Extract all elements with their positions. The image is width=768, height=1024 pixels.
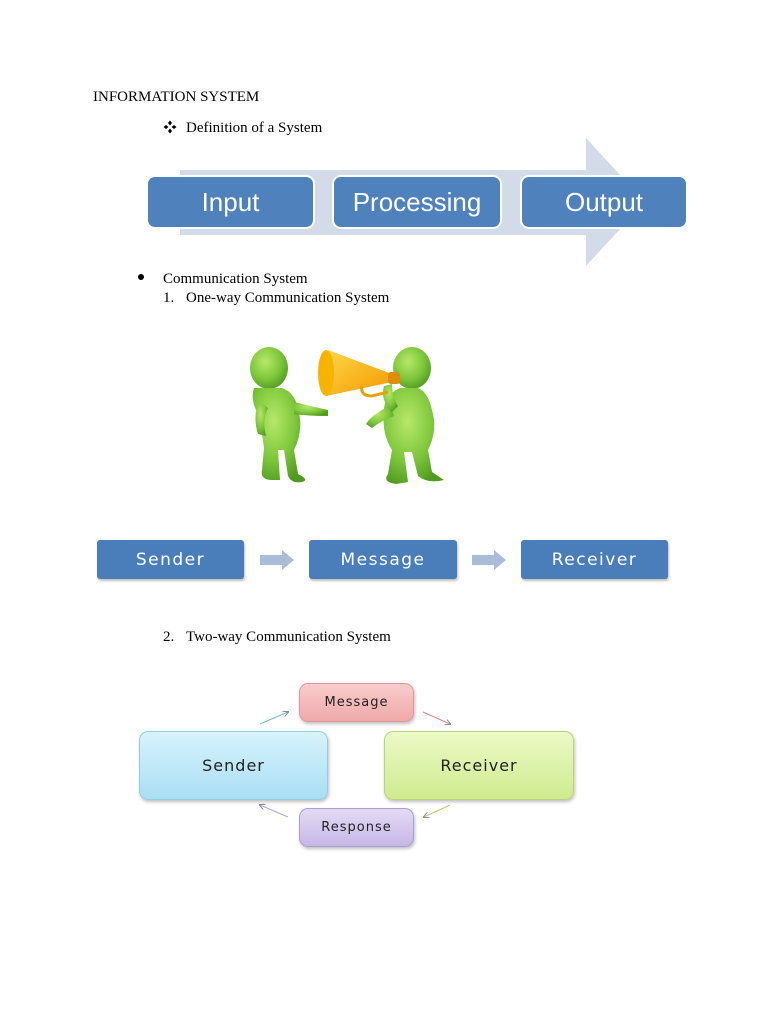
one-way-title: One-way Communication System bbox=[186, 290, 390, 306]
arrow-message-to-receiver bbox=[422, 711, 450, 724]
ipo-step-output: Output bbox=[522, 177, 686, 227]
page-title: INFORMATION SYSTEM bbox=[93, 89, 260, 105]
round-bullet-icon bbox=[138, 274, 144, 280]
right-arrow-icon bbox=[260, 550, 294, 570]
cycle-sender-box: Sender bbox=[139, 731, 328, 800]
two-way-title: Two-way Communication System bbox=[186, 629, 391, 645]
arrow-response-to-sender bbox=[260, 805, 289, 818]
flow-step-receiver: Receiver bbox=[521, 540, 668, 579]
ipo-diagram: Input Processing Output bbox=[0, 0, 768, 300]
definition-text: Definition of a System bbox=[186, 120, 323, 136]
flow-step-sender: Sender bbox=[97, 540, 244, 579]
ipo-step-processing: Processing bbox=[334, 177, 500, 227]
communication-title: Communication System bbox=[163, 271, 308, 287]
diamond-bullet-icon bbox=[163, 120, 177, 134]
arrow-sender-to-message bbox=[259, 712, 288, 725]
arrow-receiver-to-response bbox=[424, 804, 451, 817]
ipo-background-arrow bbox=[180, 138, 645, 266]
megaphone-figures-illustration bbox=[232, 330, 472, 500]
right-arrow-icon bbox=[472, 550, 506, 570]
cycle-response-box: Response bbox=[299, 808, 414, 847]
cycle-message-box: Message bbox=[299, 683, 414, 722]
ipo-step-input: Input bbox=[148, 177, 313, 227]
flow-step-message: Message bbox=[309, 540, 457, 579]
cycle-receiver-box: Receiver bbox=[384, 731, 574, 800]
two-way-number: 2. bbox=[163, 629, 175, 645]
one-way-number: 1. bbox=[163, 290, 175, 306]
